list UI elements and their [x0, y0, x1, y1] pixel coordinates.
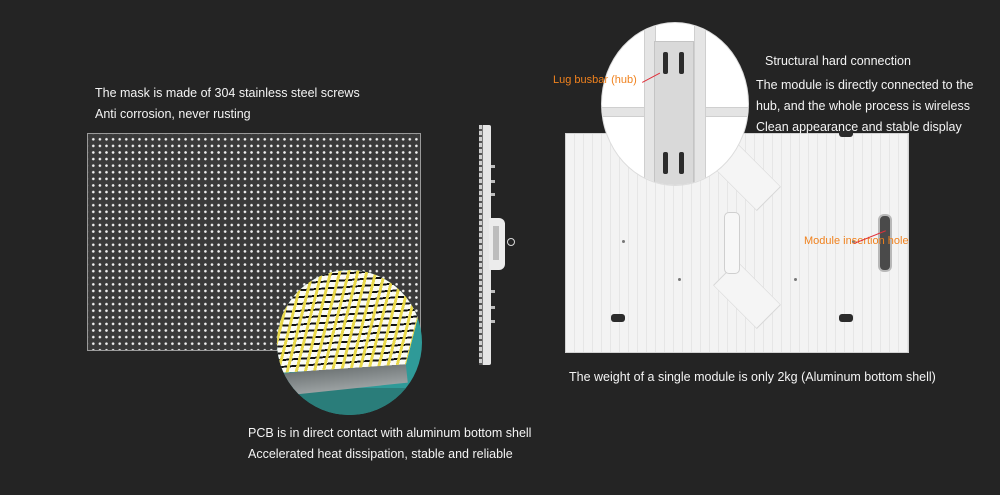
side-tab [491, 306, 495, 309]
pcb-caption: PCB is in direct contact with aluminum b… [248, 423, 531, 465]
pcb-closeup-image [277, 270, 422, 415]
pcb-caption-line1: PCB is in direct contact with aluminum b… [248, 426, 532, 440]
busbar-slot [679, 152, 684, 174]
center-handle [724, 212, 740, 274]
diamond-emboss [713, 261, 781, 329]
connection-caption-line3: Clean appearance and stable display [756, 120, 962, 134]
connection-title: Structural hard connection [765, 54, 911, 68]
mask-caption-line1: The mask is made of 304 stainless steel … [95, 86, 360, 100]
connection-caption: The module is directly connected to the … [756, 75, 973, 138]
module-back-shell-image [565, 129, 909, 353]
busbar-slot [663, 152, 668, 174]
side-tab [491, 193, 495, 196]
side-tab [491, 165, 495, 168]
hub-plate [654, 41, 694, 185]
module-insertion-hole [878, 214, 892, 272]
connection-caption-line2: hub, and the whole process is wireless [756, 99, 971, 113]
screw-hole [622, 240, 625, 243]
mask-caption-line2: Anti corrosion, never rusting [95, 107, 251, 121]
pcb-caption-line2: Accelerated heat dissipation, stable and… [248, 447, 513, 461]
corner-clip [839, 314, 853, 322]
hook-icon [507, 238, 515, 246]
pcb-board [277, 270, 422, 376]
connection-caption-line1: The module is directly connected to the [756, 78, 974, 92]
corner-clip [611, 314, 625, 322]
screw-hole [794, 278, 797, 281]
module-side-profile-image [479, 125, 491, 365]
side-tab [491, 180, 495, 183]
busbar-slot [663, 52, 668, 74]
hub-label: Lug busbar (hub) [553, 74, 637, 86]
corner-clip [839, 129, 853, 137]
screw-hole [852, 240, 855, 243]
busbar-slot [679, 52, 684, 74]
mask-caption: The mask is made of 304 stainless steel … [95, 83, 360, 125]
side-tab [491, 320, 495, 323]
side-tab [491, 290, 495, 293]
hub-rail [694, 23, 706, 185]
weight-caption: The weight of a single module is only 2k… [569, 370, 936, 384]
side-teeth [479, 125, 482, 365]
led-mask-panel-image [87, 133, 421, 351]
hub-closeup-image [601, 22, 749, 186]
screw-hole [678, 278, 681, 281]
side-handle [489, 218, 505, 270]
